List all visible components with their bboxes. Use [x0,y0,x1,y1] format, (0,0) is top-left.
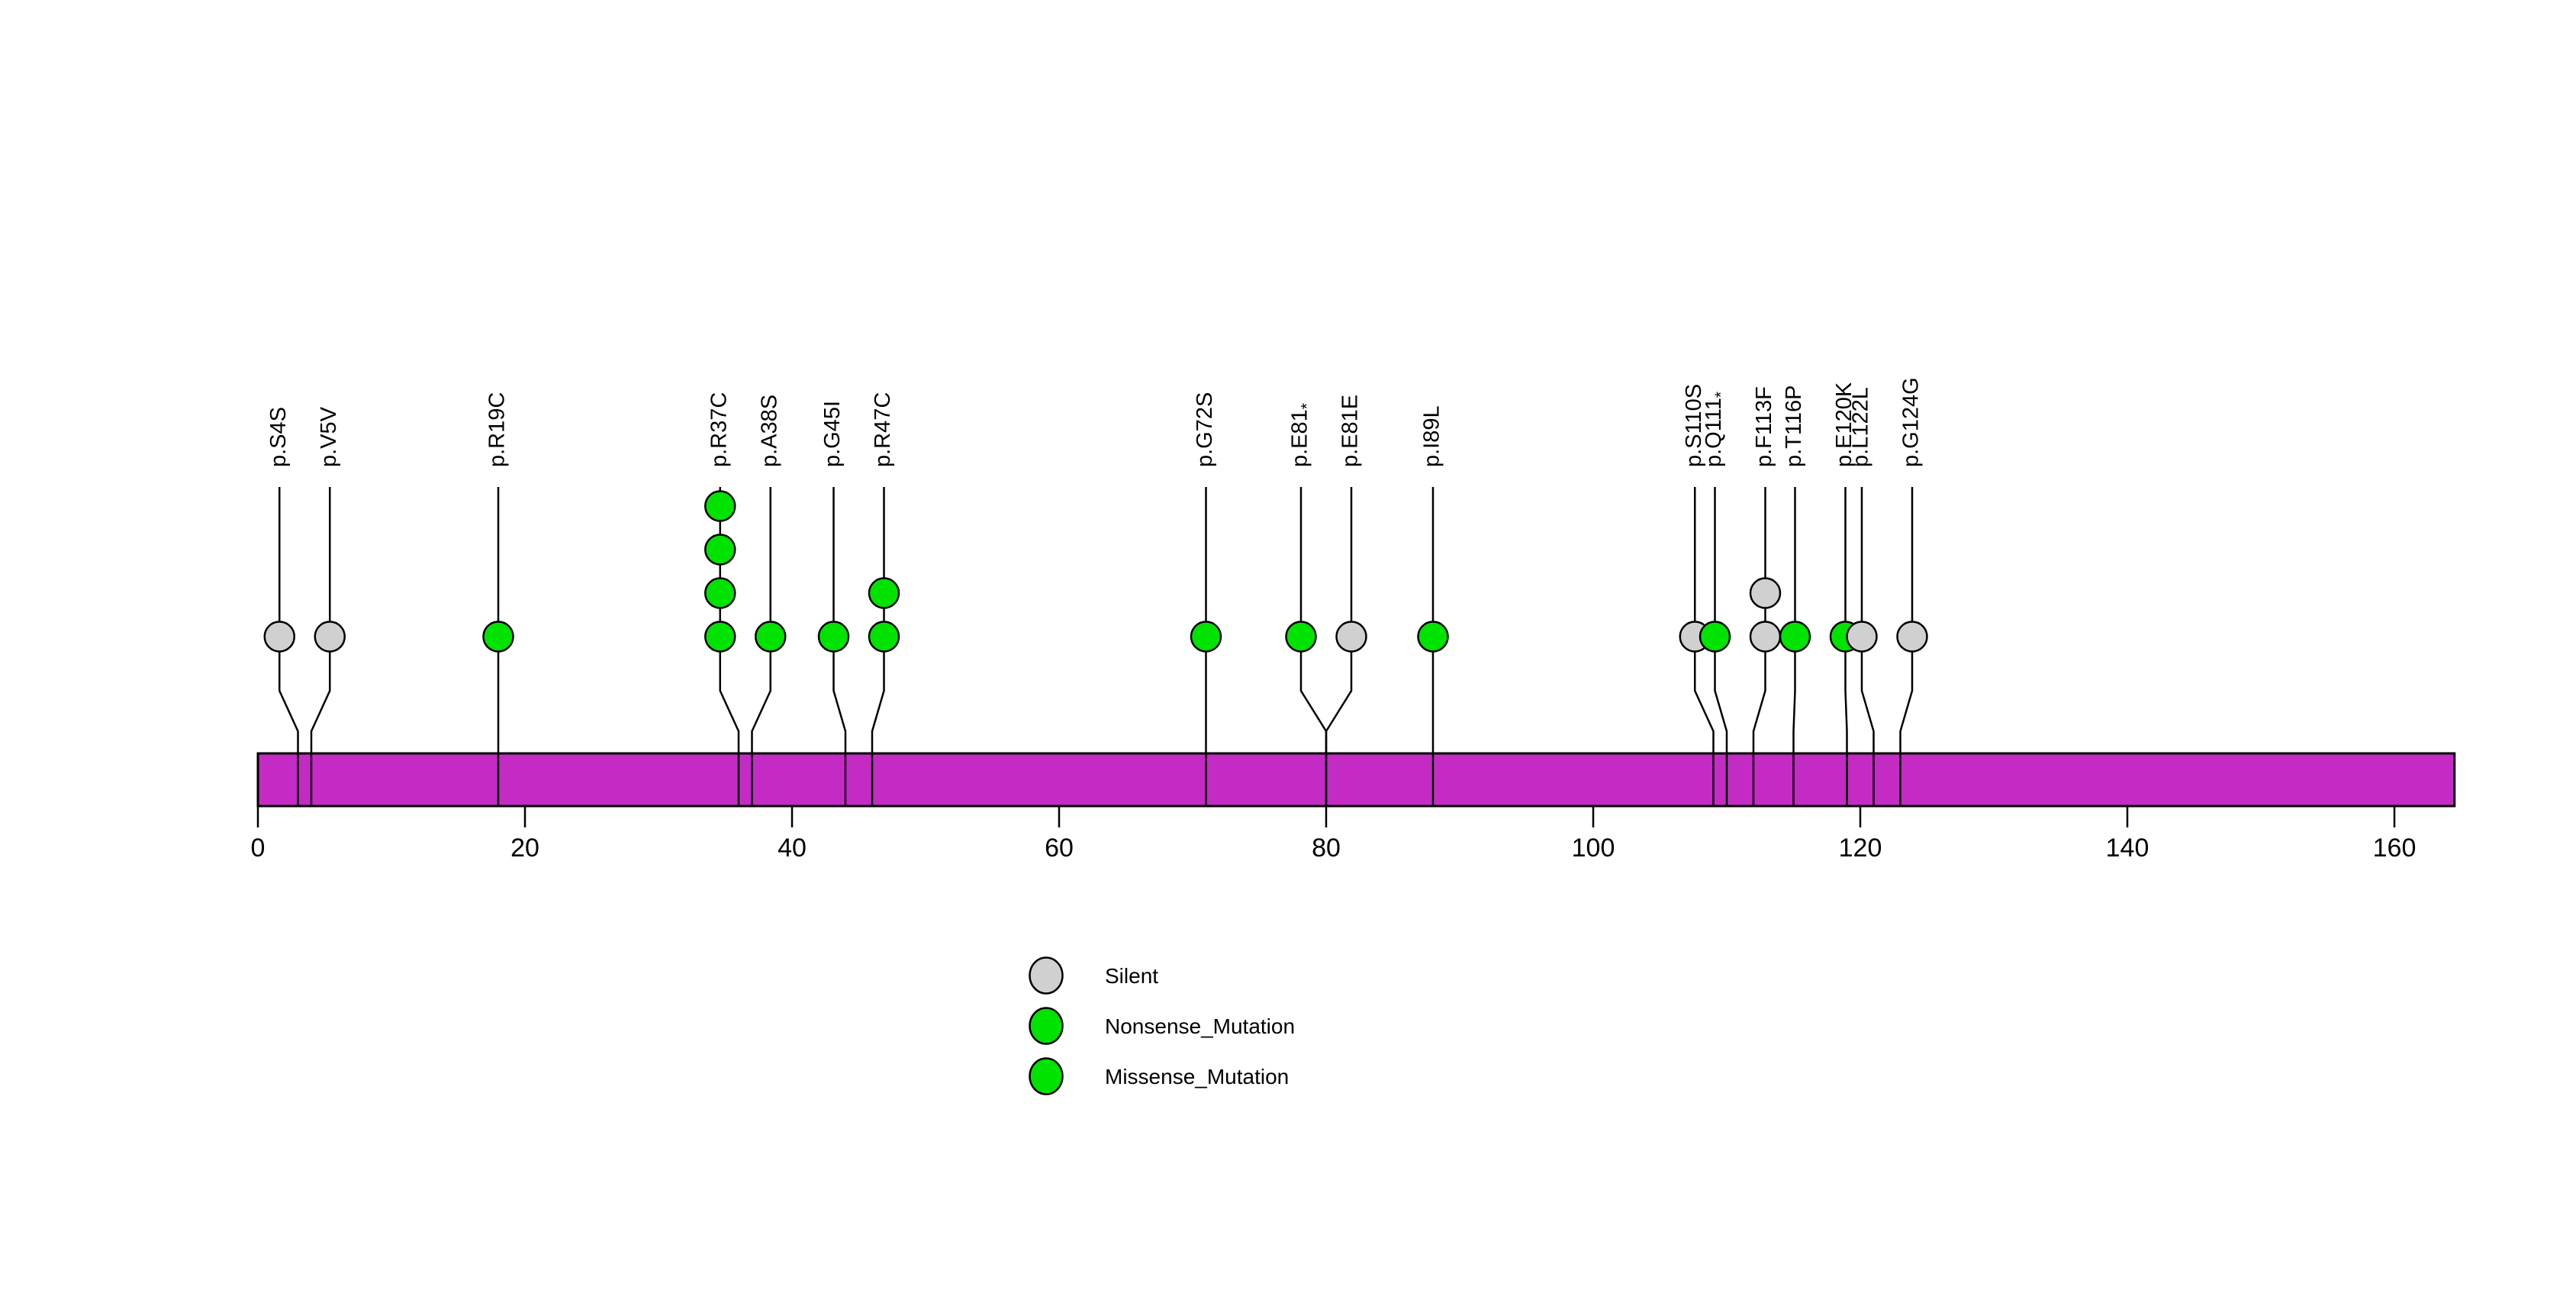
mutation-label: p.T116P [1782,385,1806,467]
axis-tick-label: 20 [510,834,539,863]
axis-tick-label: 60 [1045,834,1074,863]
mutation-circle [868,577,900,609]
lollipops: p.S4S p.V5V p.R19C p.R37C p.A38S p.G45I p.R47C… [263,377,1928,806]
x-axis: 0 20 40 60 80 100 120 140 160 [251,806,2417,863]
mutation-pr47c: p.R47C [868,392,900,806]
mutation-pq111: p.Q111* [1699,392,1731,806]
mutation-stem [279,487,299,806]
mutation-label: p.R47C [871,392,895,467]
mutation-circle [1285,621,1317,653]
legend-item-silent: Silent [1029,956,1158,995]
mutation-pg124g: p.G124G [1896,377,1928,806]
mutation-label: p.Q111* [1702,392,1730,467]
mutation-pg45i: p.G45I [817,401,850,806]
axis-tick-label: 160 [2373,834,2417,863]
mutation-label: p.G124G [1899,377,1924,467]
mutation-circle [263,621,295,653]
legend-swatch-circle [1029,1007,1064,1045]
mutation-label: p.E81E [1338,395,1363,467]
mutation-circle [704,490,736,522]
mutation-circle [704,534,736,566]
mutation-pe81e: p.E81E [1325,395,1367,806]
legend-swatch-circle [1029,1057,1064,1095]
mutation-stem [310,487,331,806]
mutation-circle [1846,621,1878,653]
mutation-circle [1896,621,1928,653]
axis-tick-label: 140 [2106,834,2149,863]
mutation-pr19c: p.R19C [482,392,514,806]
mutation-label: p.F113F [1752,386,1776,467]
axis-tick-label: 100 [1572,834,1615,863]
mutation-circle [482,621,514,653]
mutation-stem [1714,487,1728,806]
mutation-circle [1779,621,1811,653]
protein-domain-bar [256,752,2456,808]
mutation-label: p.I89L [1420,405,1444,467]
mutation-label: p.R37C [707,392,731,467]
legend-label: Missense_Mutation [1105,1065,1289,1088]
axis-tick-label: 80 [1312,834,1341,863]
mutation-pv5v: p.V5V [310,406,346,806]
mutation-stem [1694,487,1715,806]
mutation-label: p.R19C [485,392,510,467]
axis-tick-label: 120 [1839,834,1882,863]
mutation-circle [704,621,736,653]
mutation-label: p.G45I [820,401,845,467]
mutation-label: p.E81* [1288,403,1316,467]
mutation-pe81: p.E81* [1285,403,1328,806]
mutation-circle [1335,621,1367,653]
mutation-circle [755,621,787,653]
mutation-pi89l: p.I89L [1417,405,1449,806]
mutation-label: p.S4S [266,407,291,467]
mutation-label: p.V5V [317,406,341,467]
mutation-circle [817,621,850,653]
mutation-circle [1699,621,1731,653]
mutation-stem [1899,487,1914,806]
mutation-pg72s: p.G72S [1190,392,1222,806]
mutation-label: p.L122L [1849,387,1873,467]
legend-label: Silent [1105,964,1158,988]
mutation-pf113f: p.F113F [1749,386,1782,806]
mutation-label: p.S110S [1682,384,1706,467]
mutation-circle [1749,577,1782,609]
axis-tick-label: 0 [251,834,266,863]
mutation-pl122l: p.L122L [1846,387,1878,806]
mutation-stem [1844,487,1848,806]
legend-label: Nonsense_Mutation [1105,1014,1295,1038]
mutation-circle [314,621,346,653]
mutation-label: p.G72S [1193,392,1217,467]
mutation-stem [832,487,847,806]
mutation-stem [751,487,771,806]
mutation-pr37c: p.R37C [704,392,740,806]
axis-tick-label: 40 [778,834,807,863]
mutation-circle [1190,621,1222,653]
mutation-stem [1860,487,1875,806]
mutation-circle [1749,621,1782,653]
mutation-circle [868,621,900,653]
mutation-circle [704,577,736,609]
protein-bar-group [256,752,2456,808]
mutation-label: p.A38S [757,395,781,467]
legend-item-nonsense_mutation: Nonsense_Mutation [1029,1007,1295,1045]
mutation-ps4s: p.S4S [263,407,299,806]
mutation-circle [1417,621,1449,653]
legend-item-missense_mutation: Missense_Mutation [1029,1057,1289,1095]
mutation-stem [1792,487,1796,806]
mutation-label: p.E120K [1832,382,1856,467]
legend-swatch-circle [1029,956,1064,995]
mutation-pa38s: p.A38S [751,395,787,806]
mutation-stem [1325,487,1353,806]
mutation-pt116p: p.T116P [1779,385,1811,806]
